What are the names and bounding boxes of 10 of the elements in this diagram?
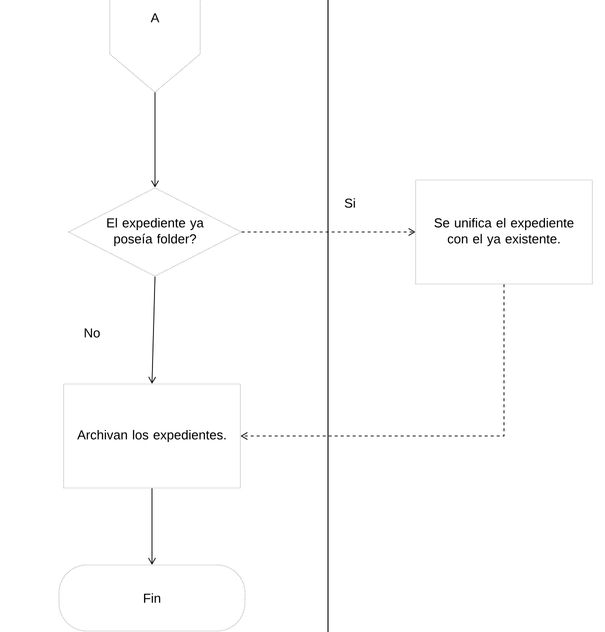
arrow <box>148 276 156 384</box>
arrow <box>148 488 156 565</box>
off-page-connector: A <box>110 0 200 93</box>
edge-label: No <box>82 327 102 339</box>
edge-label: Si <box>343 197 357 209</box>
arrow <box>240 284 504 440</box>
arrow <box>241 228 416 236</box>
process-box: Se unifica el expediente con el ya existente. <box>415 180 593 284</box>
arrow <box>151 92 159 188</box>
process-box: Archivan los expedientes. <box>63 384 241 488</box>
